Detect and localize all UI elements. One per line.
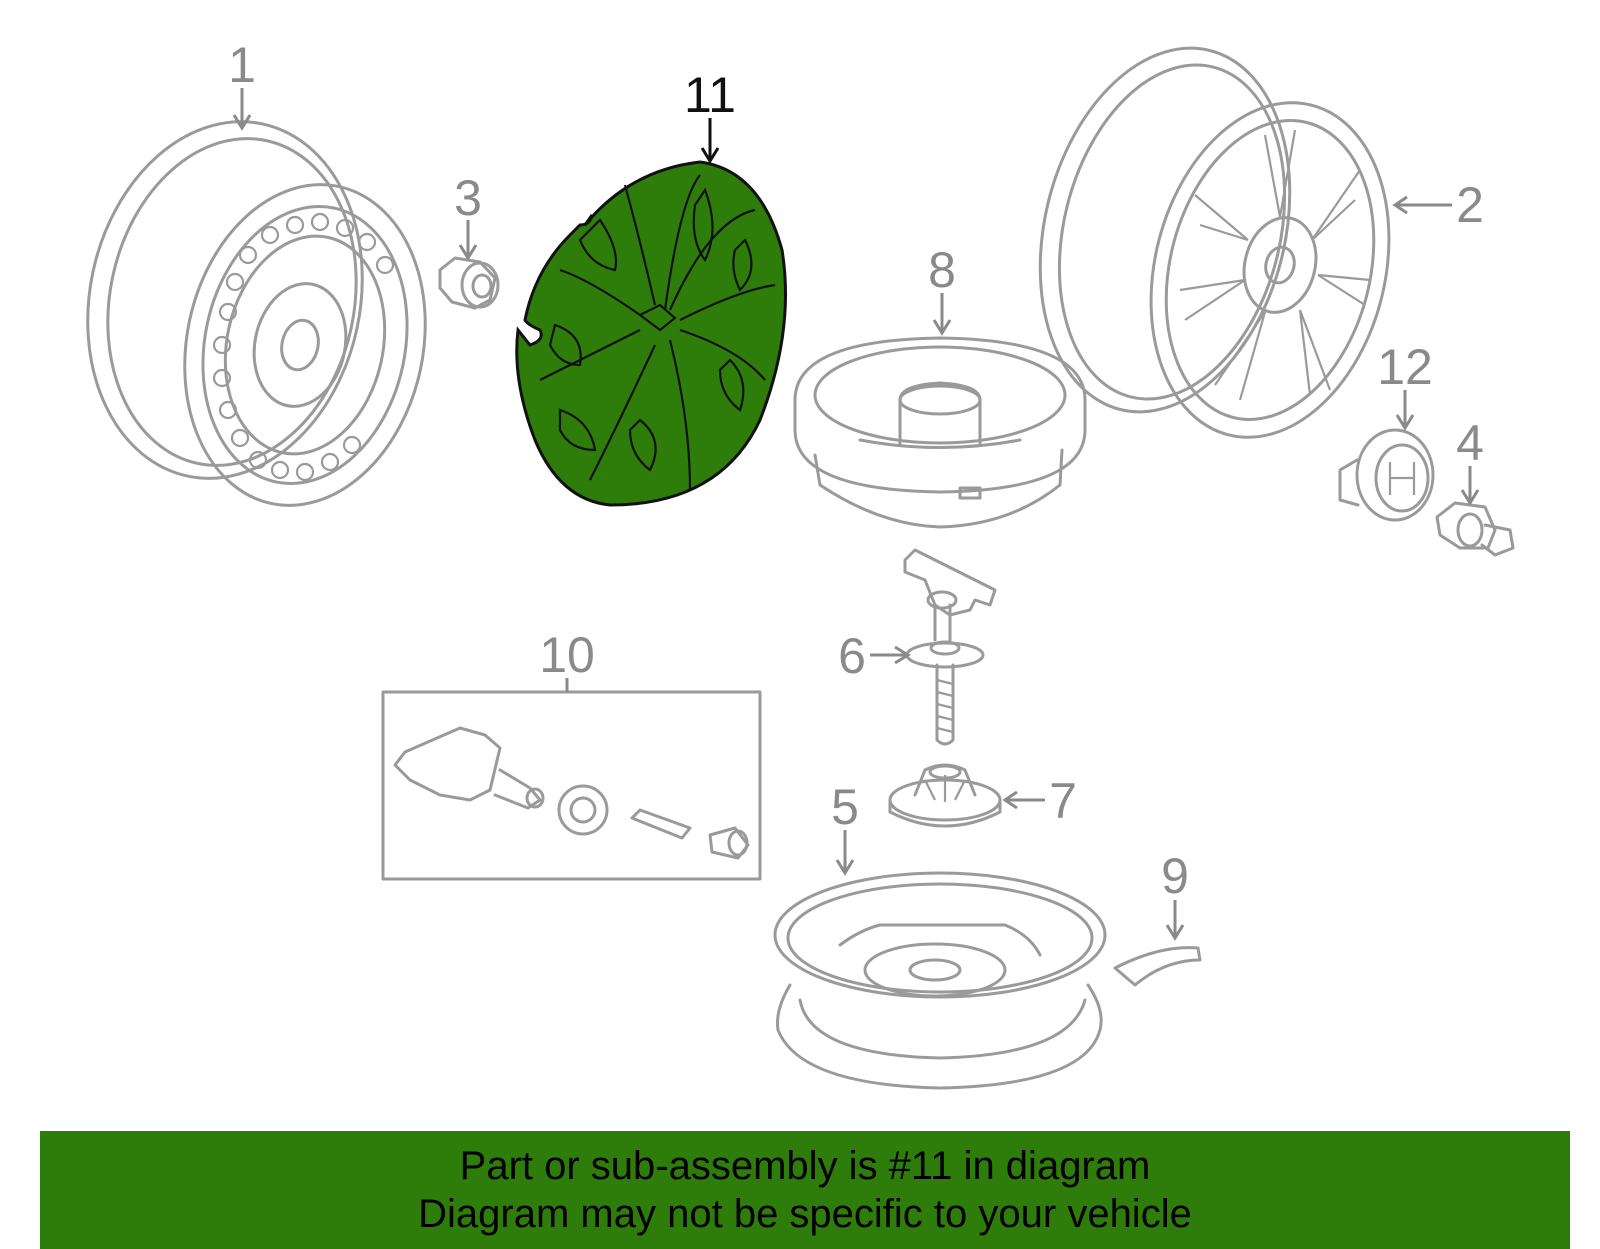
caption-line-disclaimer: Diagram may not be specific to your vehi… (418, 1192, 1192, 1236)
part-8-tire[interactable] (793, 336, 1087, 529)
callout-5: 5 (831, 779, 859, 835)
callout-6: 6 (838, 628, 866, 684)
callout-labels: 1 2 3 4 5 6 7 8 9 10 11 12 (228, 37, 1484, 904)
callout-10: 10 (539, 627, 595, 683)
part-11-wheel-cover[interactable] (515, 160, 788, 507)
part-1-steel-wheel[interactable] (56, 96, 455, 528)
callout-8: 8 (928, 242, 956, 298)
callout-12: 12 (1377, 339, 1433, 395)
callout-4: 4 (1456, 415, 1484, 471)
part-6-spare-tire-bolt[interactable] (903, 548, 997, 746)
callout-1: 1 (228, 37, 256, 93)
caption-line-part-number: Part or sub-assembly is #11 in diagram (459, 1144, 1151, 1188)
part-7-spacer[interactable] (888, 763, 1002, 828)
callout-7: 7 (1049, 773, 1077, 829)
callout-9: 9 (1161, 848, 1189, 904)
callout-2: 2 (1456, 177, 1484, 233)
part-5-spare-wheel[interactable] (773, 871, 1107, 1090)
part-9-balance-weight[interactable] (1113, 946, 1202, 987)
callout-3: 3 (454, 170, 482, 226)
callout-leaders (232, 88, 1480, 941)
caption-banner: Part or sub-assembly is #11 in diagram D… (40, 1131, 1570, 1249)
part-4-wheel-nut[interactable] (1435, 501, 1515, 557)
part-2-alloy-wheel[interactable] (1004, 21, 1423, 462)
part-3-lug-nut[interactable] (438, 256, 500, 310)
part-12-center-cap[interactable] (1338, 428, 1435, 522)
part-10-tpms-sensor-kit[interactable] (381, 690, 762, 881)
callout-11: 11 (684, 67, 736, 123)
